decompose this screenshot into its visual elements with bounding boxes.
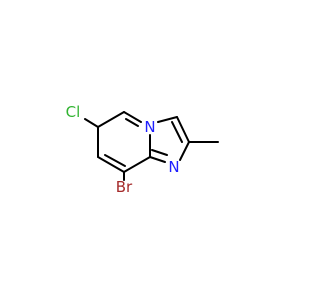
bond-c7-c8-double bbox=[104, 154, 126, 167]
bond-c5-n4-double bbox=[125, 118, 139, 127]
bond-c2-c3-double bbox=[171, 121, 183, 143]
molecule-diagram: Cl Br N N bbox=[66, 103, 219, 196]
bond-c8a-n1-double bbox=[151, 149, 168, 156]
chlorine-label: Cl bbox=[66, 103, 81, 121]
bond-c8-c8a bbox=[123, 156, 151, 173]
bonds bbox=[84, 111, 219, 181]
bond-c5-n4 bbox=[123, 111, 142, 123]
bridgehead-nitrogen-label: N bbox=[144, 118, 155, 136]
bond-c3-n4 bbox=[157, 116, 178, 123]
bond-c2-c3 bbox=[176, 116, 190, 143]
imidazole-nitrogen-label: N bbox=[168, 158, 179, 176]
bond-c7-c8 bbox=[97, 156, 125, 173]
structure-svg: Cl Br N N bbox=[66, 103, 219, 196]
bromine-label: Br bbox=[116, 178, 133, 196]
bond-c6-c5 bbox=[97, 111, 125, 128]
bond-c6-cl bbox=[84, 118, 99, 128]
bond-c8a-n1 bbox=[149, 156, 166, 163]
bond-n1-c2 bbox=[179, 141, 190, 161]
